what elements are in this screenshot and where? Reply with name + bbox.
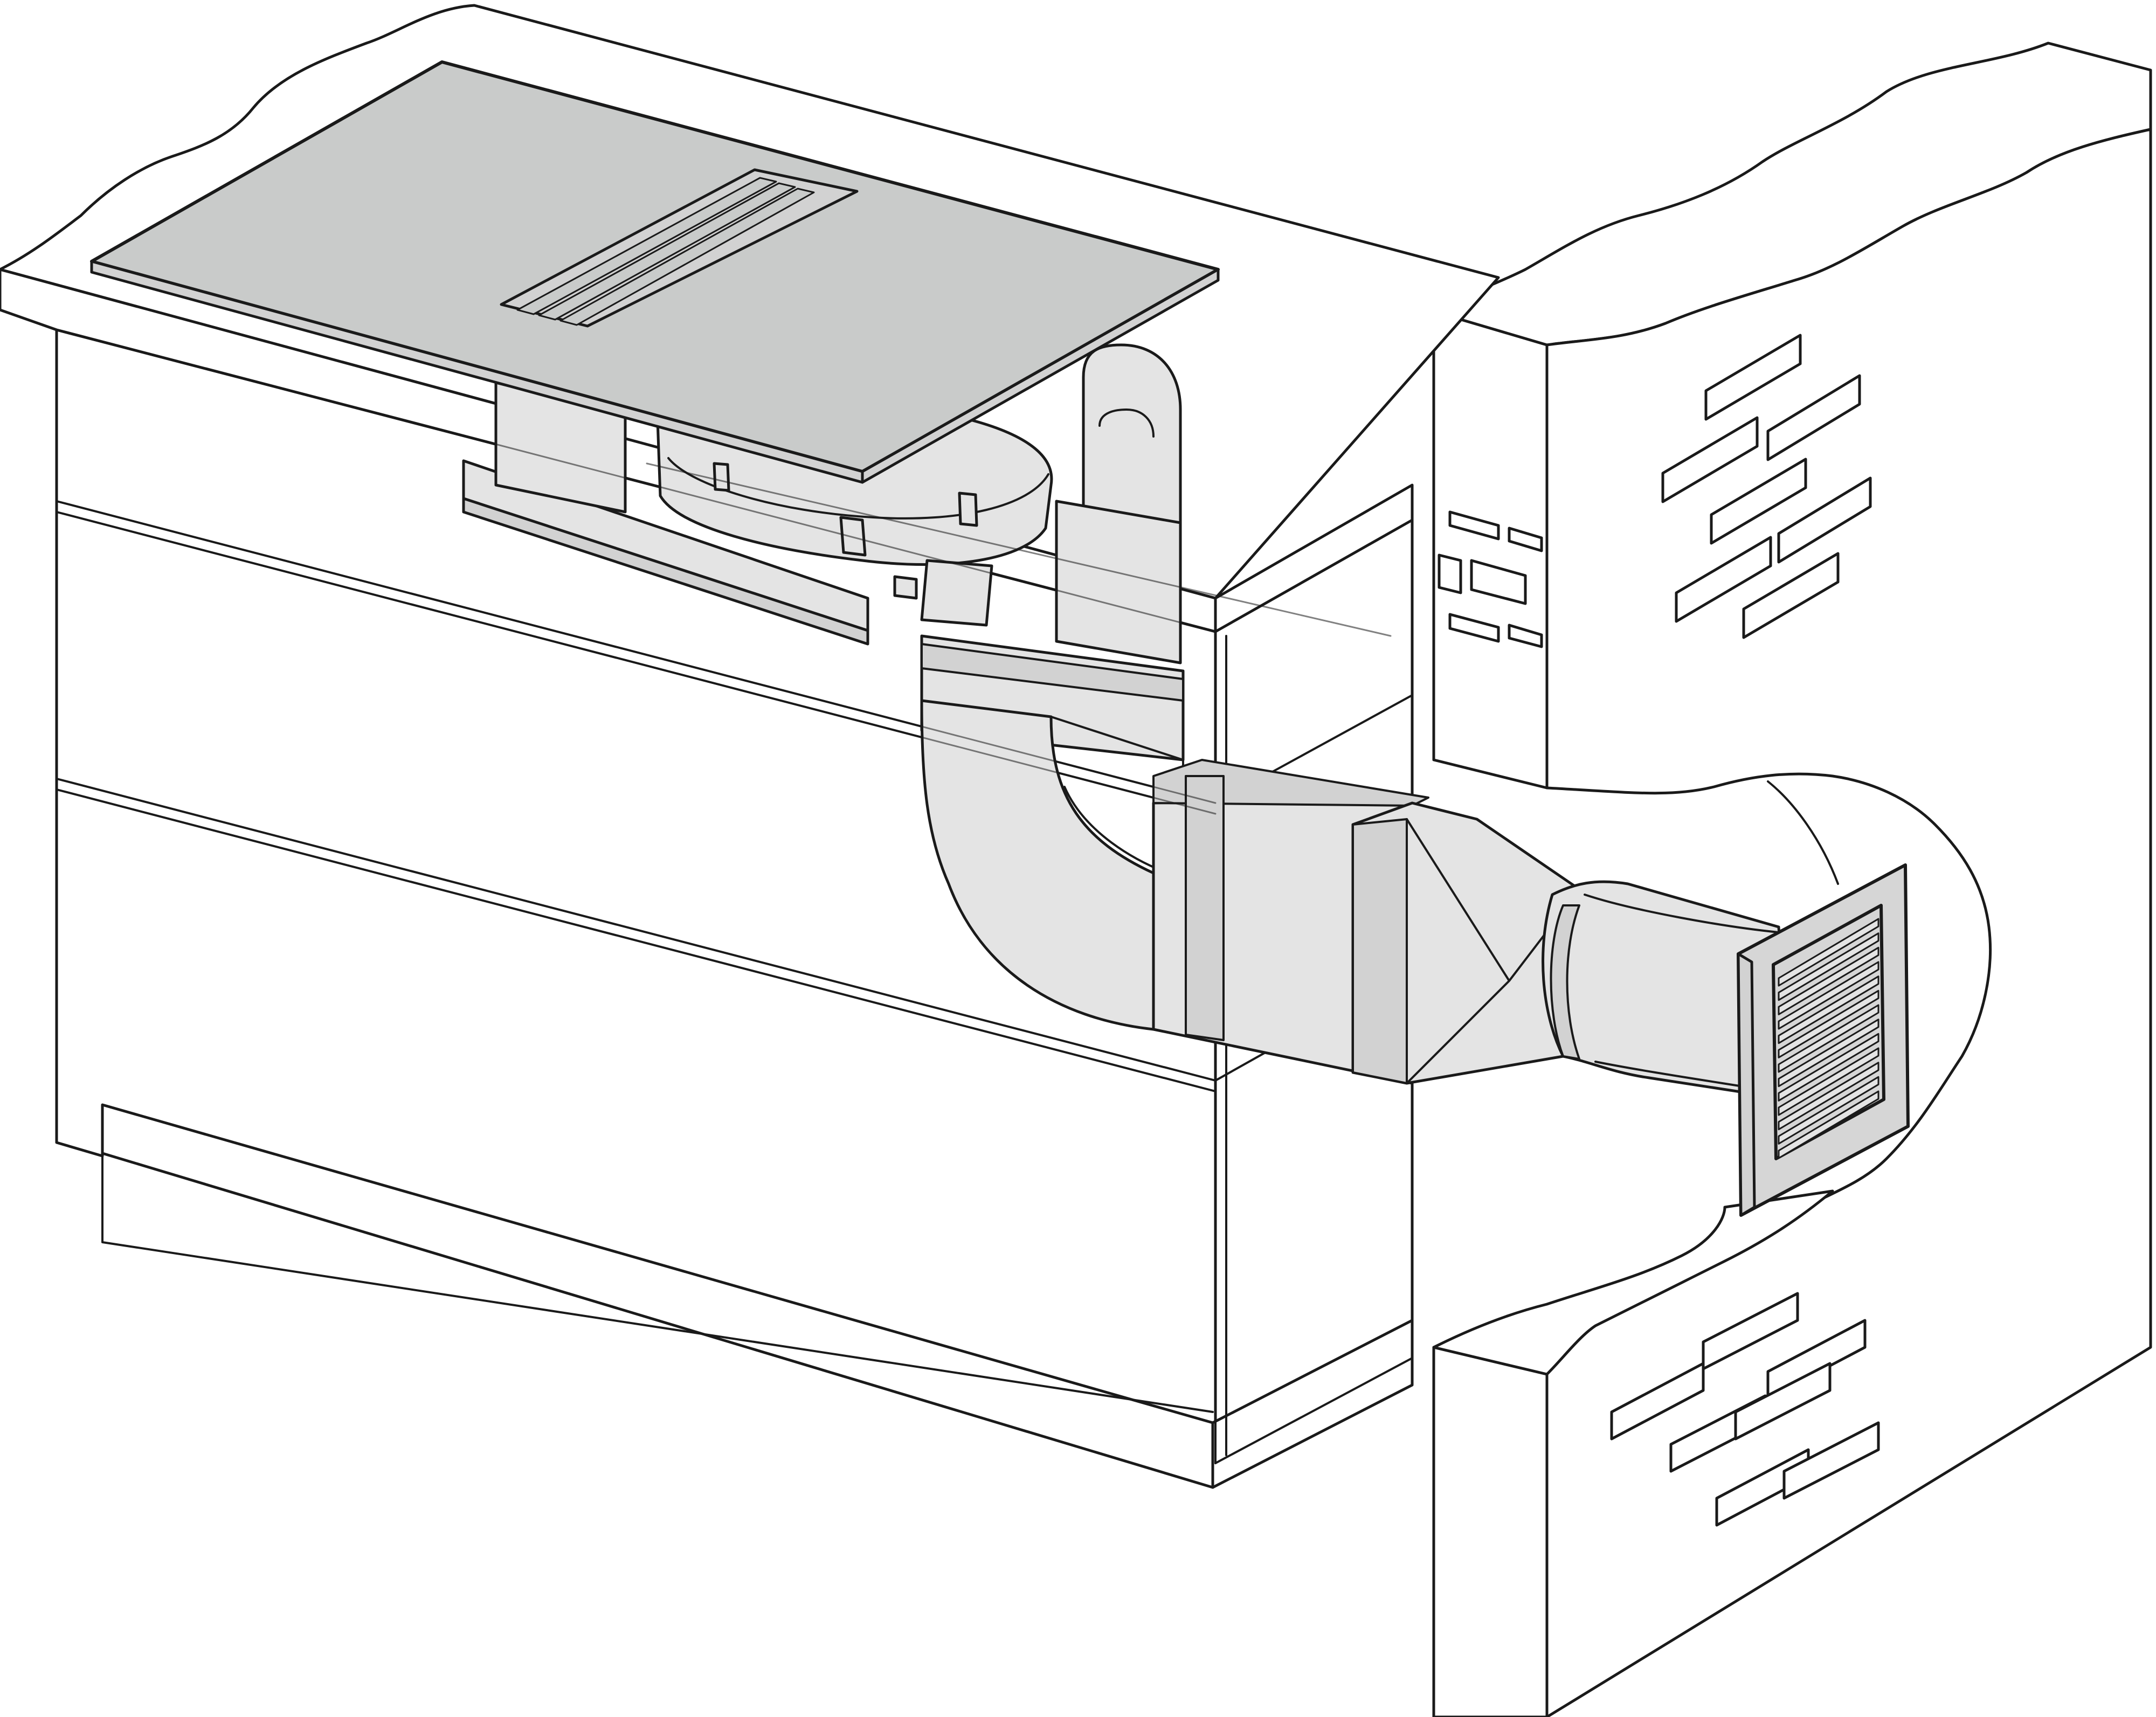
grille-louver-slat bbox=[1778, 1076, 1879, 1145]
wall-grille bbox=[1737, 863, 1910, 1217]
cutaway-overlay-lines bbox=[56, 329, 1413, 815]
bricks-upper bbox=[1438, 334, 1872, 648]
wall-lower-pier-top bbox=[1432, 1189, 1834, 1376]
grille-louver-slat bbox=[1778, 1062, 1879, 1131]
brick-wall bbox=[1432, 41, 2152, 1717]
duct-joint bbox=[1185, 775, 1225, 1041]
grille-louver-slat bbox=[1778, 1090, 1879, 1159]
ducting bbox=[920, 343, 1791, 1101]
wall-lower-pier-front bbox=[1432, 1346, 1549, 1717]
wall-upper-pier-front bbox=[1432, 310, 1549, 790]
grille-louver-slat bbox=[1778, 1047, 1879, 1116]
extractor-vent bbox=[500, 168, 859, 328]
duct-collar bbox=[921, 643, 1184, 702]
grille-louver-slat bbox=[1778, 932, 1879, 1001]
worktop-back-line bbox=[473, 4, 1499, 279]
grille-louver-slat bbox=[1778, 1019, 1879, 1088]
fan-tray-front bbox=[462, 497, 869, 646]
hob-edge-side bbox=[861, 268, 1220, 484]
grille-louver-slat bbox=[1778, 989, 1879, 1058]
grille-louver-slat bbox=[1778, 1033, 1879, 1102]
round-duct bbox=[1542, 880, 1791, 1101]
adapter-flat-end bbox=[1352, 818, 1408, 1084]
grille-louvers bbox=[1778, 918, 1879, 1159]
fan-ring bbox=[667, 457, 1049, 520]
round-duct-ring bbox=[1550, 904, 1580, 1060]
grille-louver-slat bbox=[1778, 946, 1879, 1015]
bricks-lower bbox=[1610, 1292, 1880, 1527]
wall-hole-edge bbox=[1767, 780, 1839, 885]
grille-louver-slat bbox=[1778, 961, 1879, 1030]
riser-top-bend bbox=[1082, 343, 1182, 530]
hob bbox=[90, 60, 1220, 484]
grille-frame-edge bbox=[1737, 952, 1756, 1217]
round-duct-sleeve bbox=[1584, 894, 1780, 933]
grille-louver-slat bbox=[1778, 1004, 1879, 1073]
cabinet-plinth-side bbox=[1211, 1319, 1414, 1489]
plinth-front bbox=[101, 1152, 1214, 1413]
grille-louver-slat bbox=[1778, 975, 1879, 1044]
fan-collar bbox=[920, 559, 993, 627]
vertical-duct bbox=[1055, 500, 1182, 664]
grille-louver-slat bbox=[1778, 918, 1879, 987]
riser-top-bend-inner bbox=[1098, 409, 1155, 438]
fan-clips bbox=[713, 462, 978, 600]
bend-90 bbox=[920, 699, 1155, 1031]
